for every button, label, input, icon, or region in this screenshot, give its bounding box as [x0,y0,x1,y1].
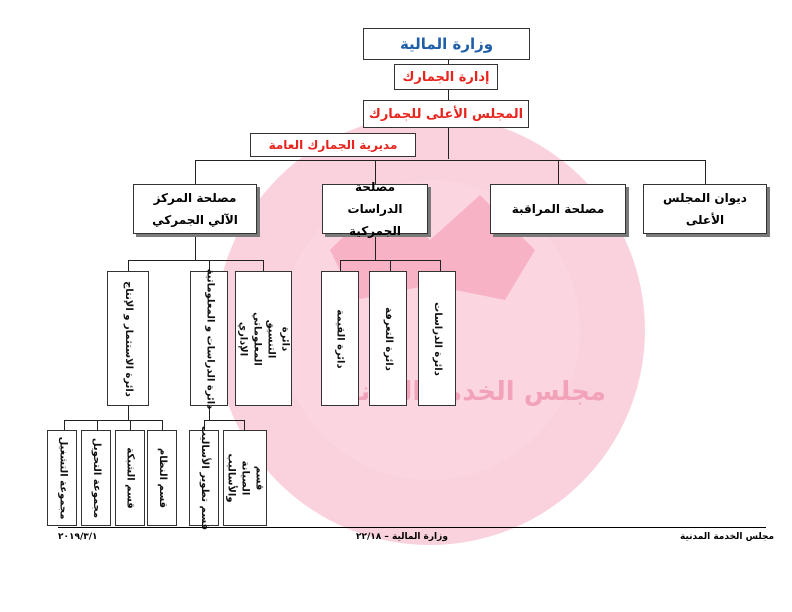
general-directorate-label: مديرية الجمارك العامة [268,138,398,152]
division-value: دائرة القيمة [321,271,359,406]
division-label: دائرة الدراسات [431,301,443,376]
section-operations-group: مجموعة التشغيل [47,430,77,526]
division-label: دائرة الاستثمار و الإنتاج [122,280,134,397]
division-investment-production: دائرة الاستثمار و الإنتاج [107,271,149,406]
general-directorate-box: مديرية الجمارك العامة [250,133,416,157]
department-computer-center: مصلحة المركز الآلي الجمركي [133,184,257,234]
division-studies: دائرة الدراسات [418,271,456,406]
section-maintenance-methods: قسم الصيانة والأساليب [223,430,267,526]
section-label: قسم الصيانة والأساليب [225,453,265,503]
department-customs-studies: مصلحة الدراسات الجمركية [322,180,428,238]
division-label: دائرة التنسيق المعلوماتي الإداري [237,311,291,366]
department-council-office: ديوان المجلس الأعلى [643,184,767,234]
footer-council: مجلس الخدمة المدنية [680,532,775,542]
footer-ministry-ref: وزارة المالية – ٢٢/١٨ [356,532,448,542]
division-label: دائرة القيمة [335,308,346,369]
division-admin-coordination: دائرة التنسيق المعلوماتي الإداري [235,271,292,406]
footer-date: ٢٠١٩/٣/١ [58,532,98,542]
footer-rule [58,527,766,528]
ministry-box: وزارة المالية [363,28,530,60]
section-label: قسم النظام [156,447,168,509]
department-label: مصلحة المركز الآلي الجمركي [152,191,238,227]
department-monitoring: مصلحة المراقبة [490,184,626,234]
section-label: مجموعة التشغيل [57,436,68,520]
department-label: مصلحة المراقبة [511,202,605,216]
department-label: مصلحة الدراسات الجمركية [347,180,403,238]
section-conversion-group: مجموعة التحويل [81,430,111,526]
section-network: قسم الشبكة [115,430,145,526]
section-label: مجموعة التحويل [90,437,102,519]
section-system: قسم النظام [147,430,177,526]
customs-council-box: المجلس الأعلى للجمارك [363,100,529,128]
division-tariff: دائرة التعرفة [369,271,407,406]
customs-council-label: المجلس الأعلى للجمارك [368,106,524,122]
section-methods-development: قسم تطوير الأساليب [189,426,219,530]
ministry-label: وزارة المالية [399,35,494,53]
section-label: قسم الشبكة [125,447,136,509]
customs-administration-box: إدارة الجمارك [394,64,498,90]
customs-administration-label: إدارة الجمارك [402,69,490,85]
division-label: دائرة التعرفة [382,306,394,371]
section-label: قسم تطوير الأساليب [199,425,210,531]
division-label: دائرة الدراسات و المعلوماتية [204,268,215,409]
department-label: ديوان المجلس الأعلى [663,191,747,227]
division-studies-informatics: دائرة الدراسات و المعلوماتية [190,268,228,409]
